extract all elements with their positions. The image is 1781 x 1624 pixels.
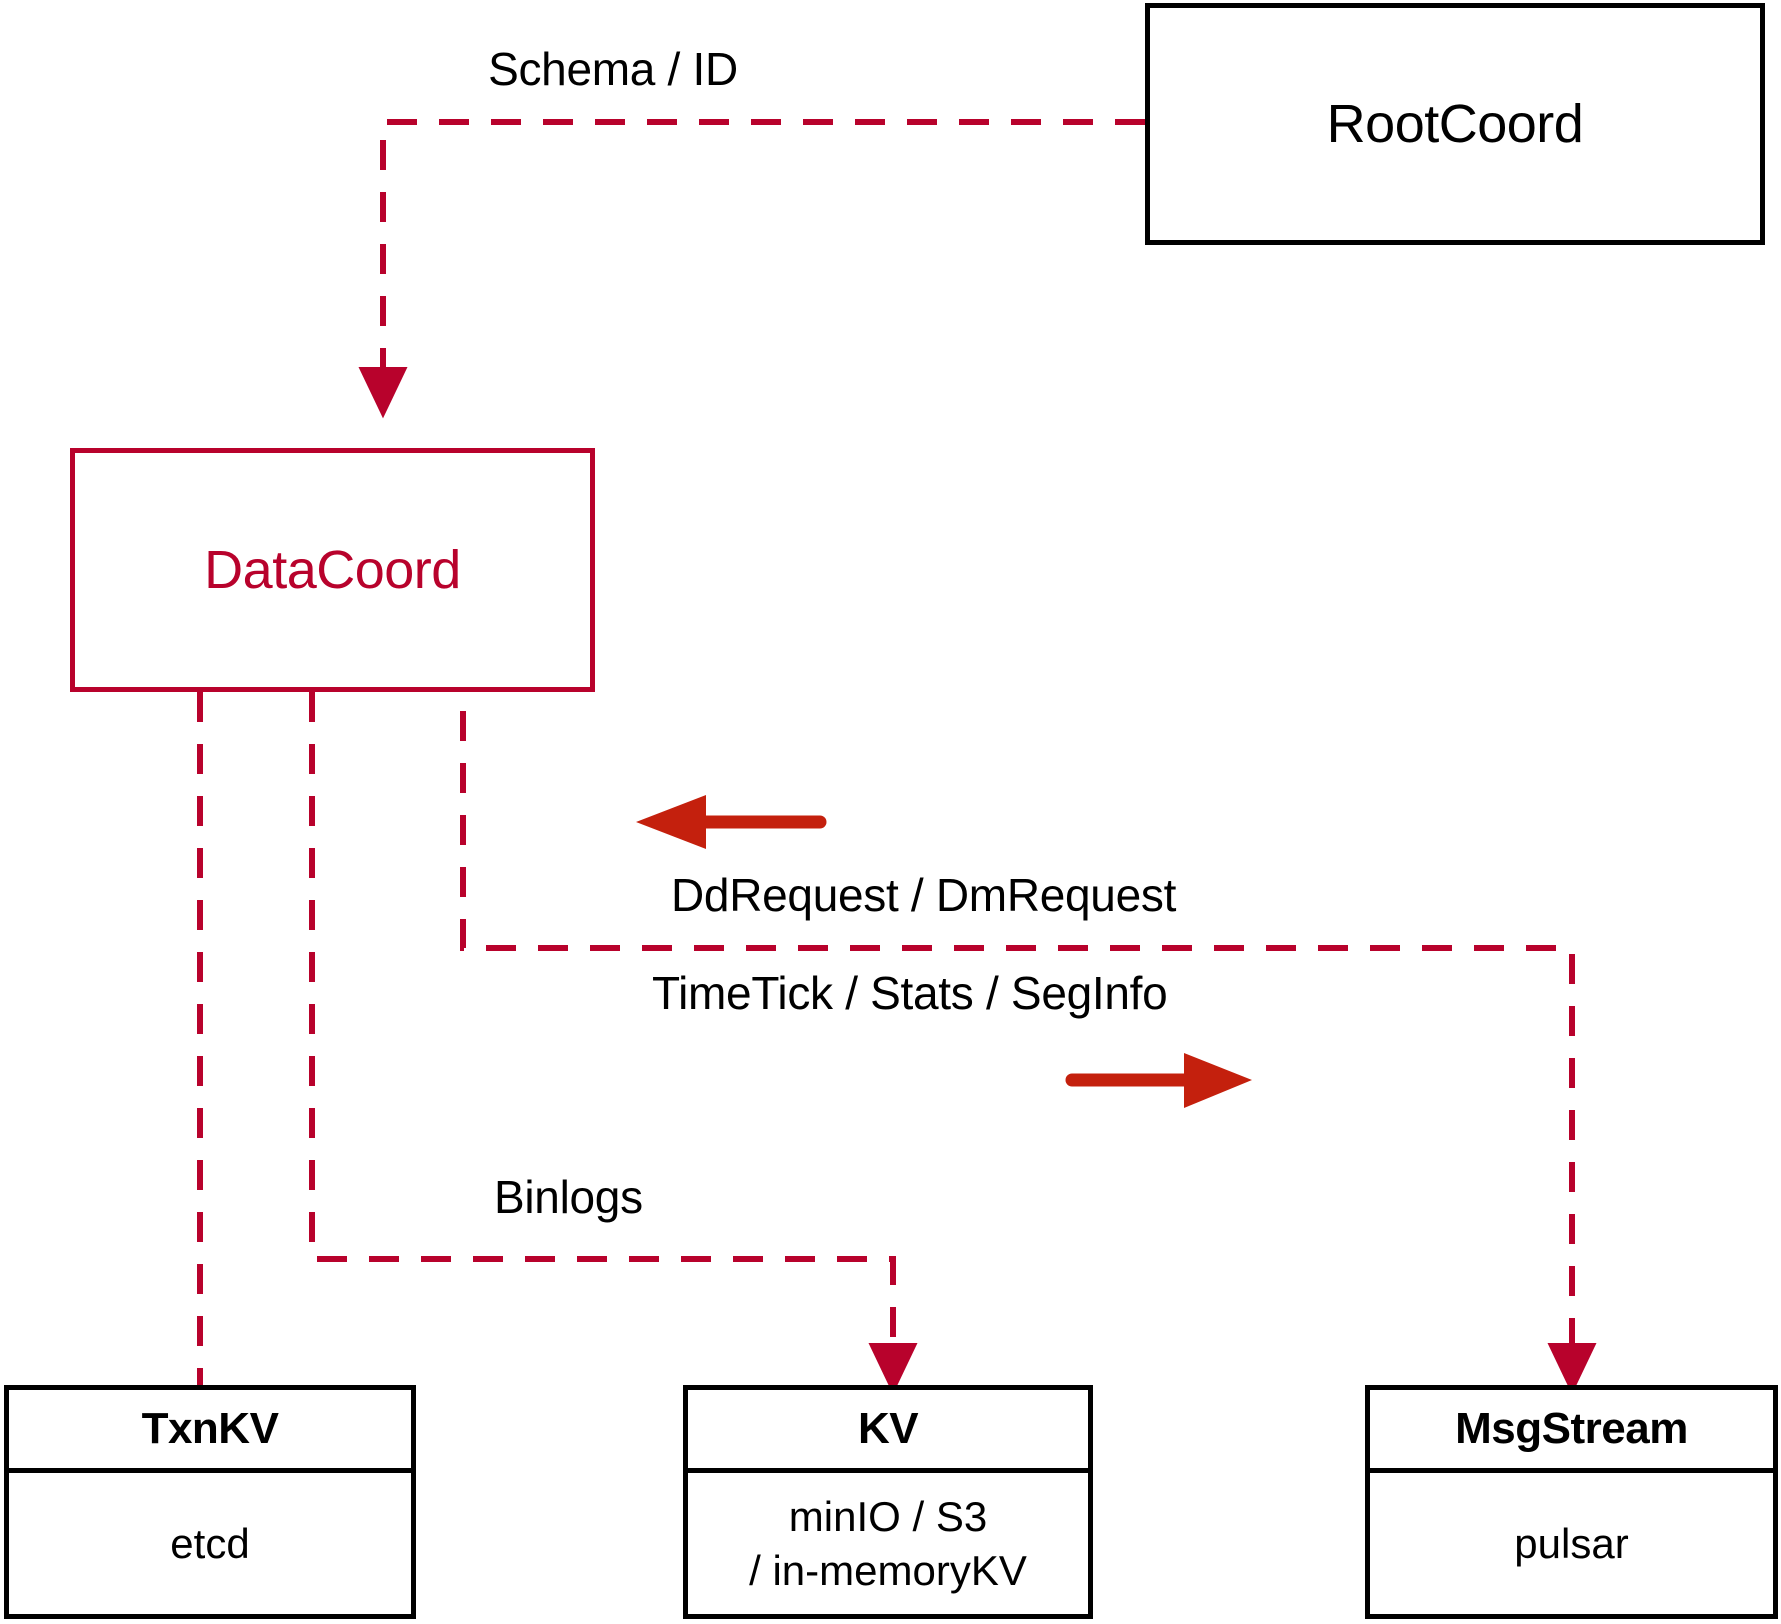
- node-rootcoord-title: RootCoord: [1326, 94, 1584, 154]
- node-txnkv-title: TxnKV: [141, 1404, 279, 1453]
- node-kv-body-line-1: minIO / S3: [788, 1492, 988, 1540]
- edge-label-binlogs: Binlogs: [494, 1171, 643, 1223]
- direction-indicator-right: [1065, 1053, 1252, 1108]
- node-kv-divider: [688, 1468, 1088, 1473]
- node-kv[interactable]: KV minIO / S3 / in-memoryKV: [683, 1385, 1093, 1619]
- node-rootcoord[interactable]: RootCoord: [1145, 3, 1765, 245]
- edge-label-timetick-stats-seginfo: TimeTick / Stats / SegInfo: [652, 967, 1168, 1019]
- node-txnkv[interactable]: TxnKV etcd: [4, 1385, 416, 1619]
- node-txnkv-divider: [9, 1468, 411, 1473]
- node-kv-title: KV: [857, 1404, 919, 1453]
- node-msgstream[interactable]: MsgStream pulsar: [1365, 1385, 1778, 1619]
- node-datacoord-title: DataCoord: [204, 540, 461, 600]
- edge-binlogs: [309, 692, 918, 1395]
- node-kv-body: minIO / S3 / in-memoryKV: [688, 1473, 1088, 1614]
- direction-indicator-left: [636, 795, 827, 849]
- node-txnkv-body-line-1: etcd: [170, 1519, 250, 1567]
- node-msgstream-title: MsgStream: [1455, 1404, 1688, 1453]
- node-datacoord[interactable]: DataCoord: [70, 448, 595, 692]
- edge-label-schema-id: Schema / ID: [488, 43, 738, 95]
- node-msgstream-body: pulsar: [1370, 1473, 1773, 1614]
- edge-label-ddrequest-dmrequest: DdRequest / DmRequest: [671, 869, 1177, 921]
- node-txnkv-body: etcd: [9, 1473, 411, 1614]
- edge-schema-id: [358, 119, 1145, 419]
- node-msgstream-divider: [1370, 1468, 1773, 1473]
- node-msgstream-body-line-1: pulsar: [1514, 1519, 1629, 1567]
- node-kv-body-line-2: / in-memoryKV: [749, 1546, 1027, 1594]
